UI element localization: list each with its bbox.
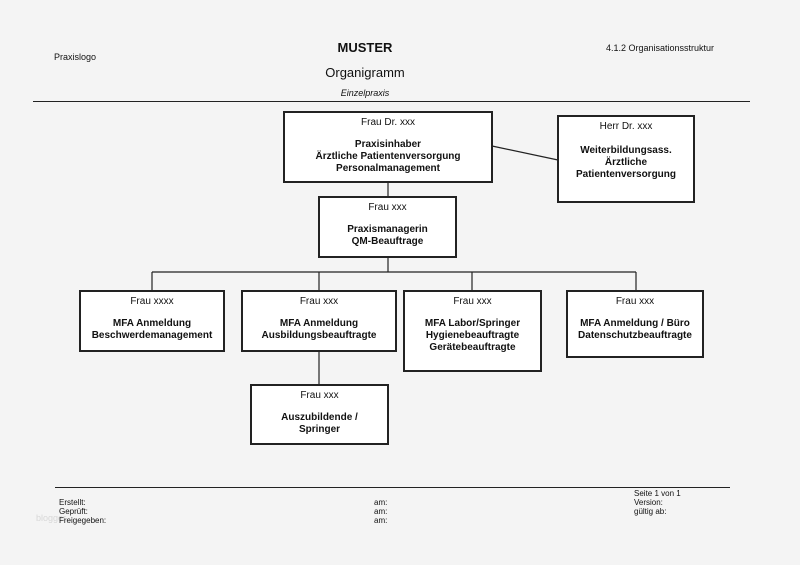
footer-signoff-labels: Erstellt: Geprüft: Freigegeben: <box>59 498 107 525</box>
footer-date-labels: am: am: am: <box>374 498 388 525</box>
section-number: 4.1.2 Organisationsstruktur <box>606 43 715 53</box>
watermark: blogger <box>36 513 67 523</box>
footer-page-info: Seite 1 von 1 Version: gültig ab: <box>634 489 681 516</box>
org-box-manager: Frau xxx Praxismanagerin QM-Beauftrage <box>318 196 457 258</box>
person-role: Auszubildende / Springer <box>281 412 358 435</box>
person-role: Praxisinhaber Ärztliche Patientenversorg… <box>315 139 461 174</box>
person-name: Frau xxxx <box>130 296 174 307</box>
document-subtitle: Organigramm <box>325 65 405 80</box>
person-role: Praxismanagerin QM-Beauftrage <box>347 224 428 247</box>
person-name: Frau Dr. xxx <box>361 117 415 128</box>
person-name: Frau xxx <box>615 296 655 307</box>
person-role: MFA Anmeldung Ausbildungsbeauftragte <box>261 318 377 341</box>
person-name: Frau xxx <box>453 296 492 307</box>
connector-owner-assistant <box>491 145 559 161</box>
document-title: MUSTER <box>337 40 393 55</box>
org-box-staff-4: Frau xxx MFA Anmeldung / Büro Datenschut… <box>566 290 704 358</box>
practice-type: Einzelpraxis <box>340 88 390 98</box>
org-box-trainee: Frau xxx Auszubildende / Springer <box>250 384 389 445</box>
footer-divider <box>55 487 730 488</box>
person-name: Frau xxx <box>368 202 407 213</box>
org-box-assistant: Herr Dr. xxx Weiterbildungsass. Ärztlich… <box>557 115 695 203</box>
person-role: MFA Labor/Springer Hygienebeauftragte Ge… <box>424 318 521 353</box>
org-box-staff-2: Frau xxx MFA Anmeldung Ausbildungsbeauft… <box>241 290 397 352</box>
org-box-owner: Frau Dr. xxx Praxisinhaber Ärztliche Pat… <box>283 111 493 183</box>
person-role: Weiterbildungsass. Ärztliche Patientenve… <box>575 145 677 180</box>
person-role: MFA Anmeldung / Büro Datenschutzbeauftra… <box>578 318 692 341</box>
person-name: Frau xxx <box>299 296 339 307</box>
person-name: Frau xxx <box>300 390 339 401</box>
person-role: MFA Anmeldung Beschwerdemanagement <box>91 318 213 341</box>
org-box-staff-1: Frau xxxx MFA Anmeldung Beschwerdemanage… <box>79 290 225 352</box>
person-name: Herr Dr. xxx <box>599 121 653 132</box>
practice-logo-placeholder: Praxislogo <box>54 52 97 62</box>
header-divider <box>33 101 750 102</box>
org-box-staff-3: Frau xxx MFA Labor/Springer Hygienebeauf… <box>403 290 542 372</box>
